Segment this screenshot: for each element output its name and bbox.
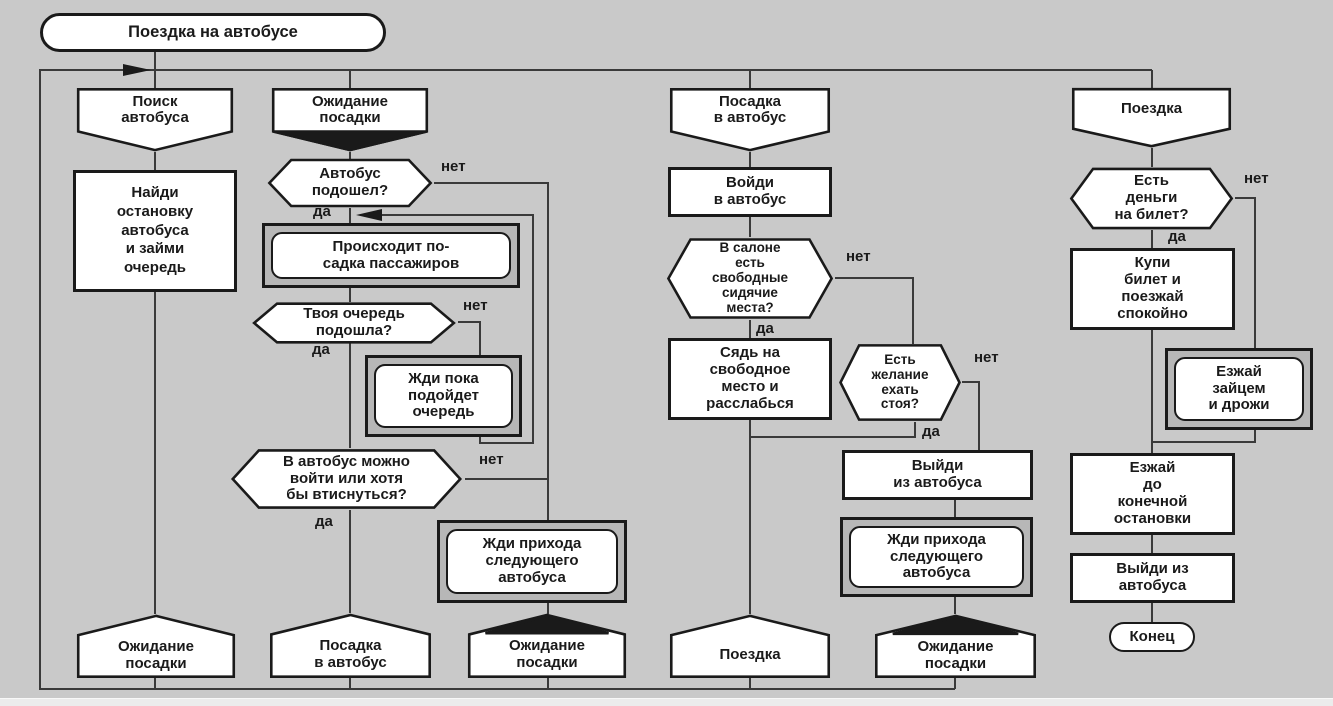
double-border-inner [1174, 357, 1304, 421]
node-ride-free: Езжай зайцем и дрожи [1165, 348, 1313, 430]
branch-label-yes: да [1168, 228, 1186, 245]
node-label: Войди в автобус [713, 174, 787, 208]
bottom-strip [0, 698, 1333, 706]
hexagon-icon [266, 158, 434, 208]
node-wait-your-turn: Жди пока подойдет очередь [365, 355, 522, 437]
node-label: Автобус подошел? [311, 165, 389, 199]
pentagon-up-icon [268, 613, 433, 678]
hexagon-icon [665, 237, 835, 320]
double-border-inner [446, 529, 618, 594]
node-goto-wait-boarding-2: Ожидание посадки [466, 613, 628, 678]
node-bus-arrived-question: Автобус подошел? [266, 158, 434, 208]
branch-label-no: нет [846, 248, 871, 265]
branch-label-yes: да [756, 320, 774, 337]
node-label: В салоне есть свободные сидячие места? [711, 240, 789, 315]
hexagon-icon [1068, 167, 1235, 230]
node-search-bus-header: Поиск автобуса [75, 88, 235, 152]
node-label: Найди остановку автобуса и займи очередь [116, 184, 194, 277]
node-your-turn-question: Твоя очередь подошла? [250, 302, 458, 344]
node-wait-next-bus-1: Жди прихода следующего автобуса [437, 520, 627, 603]
node-boarding-in-progress: Происходит по- садка пассажиров [262, 223, 520, 288]
branch-label-no: нет [1244, 170, 1269, 187]
node-ride-to-terminus: Езжай до конечной остановки [1070, 453, 1235, 535]
node-find-stop: Найди остановку автобуса и займи очередь [73, 170, 237, 292]
flow-arrow-right-icon [123, 64, 151, 76]
node-wait-boarding-header: Ожидание посадки [270, 88, 430, 152]
node-label: Купи билет и поезжай спокойно [1117, 254, 1188, 322]
node-label: Жди пока подойдет очередь [408, 369, 479, 421]
node-take-seat: Сядь на свободное место и расслабься [668, 338, 832, 420]
node-label: Есть деньги на билет? [1114, 172, 1189, 223]
node-label: Твоя очередь подошла? [303, 305, 405, 339]
node-label: Есть желание ехать стоя? [871, 351, 929, 412]
pentagon-down-icon [75, 88, 235, 152]
pentagon-up-black-roof-icon [873, 614, 1038, 678]
node-money-question: Есть деньги на билет? [1068, 167, 1235, 230]
node-label: В автобус можно войти или хотя бы втисну… [283, 452, 410, 504]
node-goto-wait-boarding-1: Ожидание посадки [75, 614, 237, 678]
node-label: Посадка в автобус [713, 92, 787, 127]
node-label: Жди прихода следующего автобуса [887, 530, 986, 582]
double-border-inner [271, 232, 511, 279]
node-label: Происходит по- садка пассажиров [322, 237, 460, 272]
node-label: Езжай до конечной остановки [1113, 459, 1192, 527]
pentagon-down-black-tip-icon [270, 88, 430, 152]
node-label: Поездка на автобусе [128, 23, 298, 42]
node-label: Выйди из автобуса [1116, 560, 1189, 594]
hexagon-icon [838, 343, 962, 422]
hexagon-icon [250, 302, 458, 344]
pentagon-down-icon [1070, 88, 1233, 148]
node-label: Посадка в автобус [314, 637, 387, 672]
hexagon-icon [228, 448, 465, 510]
node-goto-wait-boarding-3: Ожидание посадки [873, 614, 1038, 678]
node-label: Ожидание посадки [508, 637, 585, 672]
node-label: Жди прихода следующего автобуса [482, 535, 582, 586]
branch-label-yes: да [312, 341, 330, 358]
branch-label-no: нет [441, 158, 466, 175]
node-start-terminator: Поездка на автобусе [40, 13, 386, 52]
node-label: Езжай зайцем и дрожи [1208, 362, 1270, 414]
branch-label-yes: да [922, 423, 940, 440]
node-label: Сядь на свободное место и расслабься [706, 344, 794, 412]
node-can-enter-question: В автобус можно войти или хотя бы втисну… [228, 448, 465, 510]
branch-label-yes: да [313, 203, 331, 220]
branch-label-yes: да [315, 513, 333, 530]
node-end-terminator: Конец [1109, 622, 1195, 652]
node-enter-bus: Войди в автобус [668, 167, 832, 217]
branch-label-no: нет [479, 451, 504, 468]
node-label: Поездка [719, 646, 781, 664]
node-label: Ожидание посадки [917, 637, 994, 672]
flow-arrow-left-icon [356, 209, 382, 221]
double-border-inner [849, 526, 1024, 588]
node-label: Выйди из автобуса [893, 457, 982, 491]
node-exit-bus-2: Выйди из автобуса [1070, 553, 1235, 603]
node-wait-next-bus-2: Жди прихода следующего автобуса [840, 517, 1033, 597]
node-buy-ticket: Купи билет и поезжай спокойно [1070, 248, 1235, 330]
node-label: Ожидание посадки [311, 92, 388, 127]
node-ride-header: Поездка [1070, 88, 1233, 148]
double-border-inner [374, 364, 513, 428]
node-board-bus-header: Посадка в автобус [668, 88, 832, 152]
node-label: Ожидание посадки [117, 637, 194, 672]
pentagon-down-icon [668, 88, 832, 152]
node-label: Поиск автобуса [121, 92, 189, 127]
pentagon-up-black-roof-icon [466, 613, 628, 678]
node-goto-ride: Поездка [668, 614, 832, 678]
branch-label-no: нет [463, 297, 488, 314]
pentagon-up-icon [668, 614, 832, 678]
node-exit-bus-1: Выйди из автобуса [842, 450, 1033, 500]
node-free-seats-question: В салоне есть свободные сидячие места? [665, 237, 835, 320]
pentagon-up-icon [75, 614, 237, 678]
node-standing-question: Есть желание ехать стоя? [838, 343, 962, 422]
node-label: Конец [1129, 627, 1175, 645]
node-label: Поездка [1120, 99, 1183, 117]
node-goto-board-bus: Посадка в автобус [268, 613, 433, 678]
branch-label-no: нет [974, 349, 999, 366]
